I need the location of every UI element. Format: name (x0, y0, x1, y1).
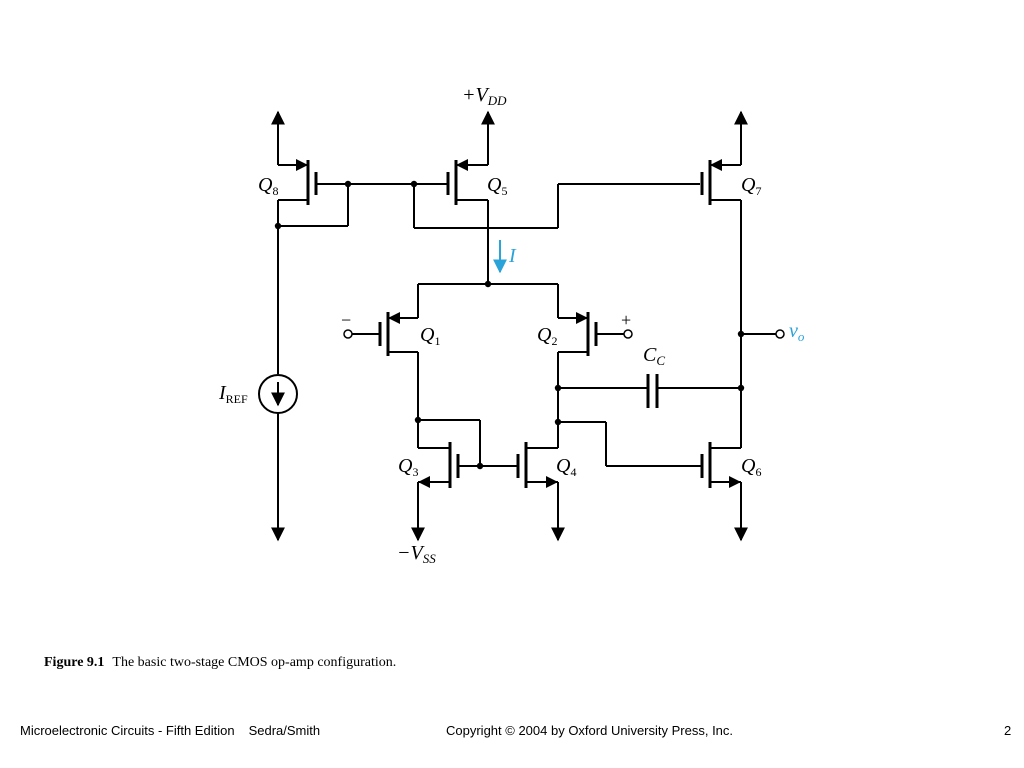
transistor-q1 (343, 284, 419, 448)
vo-label: vo (789, 320, 805, 344)
op-amp-schematic: +VDD −VSS Q8 Q5 Q7 Q1 Q2 Q3 Q4 Q6 IREF I… (218, 84, 805, 566)
cc-label: CC (643, 344, 665, 368)
q5-label: Q5 (487, 174, 507, 198)
vss-label: −VSS (397, 542, 436, 566)
q7-label: Q7 (741, 174, 761, 198)
noninverting-input-terminal[interactable] (623, 329, 633, 339)
iref-label: IREF (218, 382, 248, 406)
figure-number: Figure 9.1 (44, 655, 105, 670)
minus-sign: − (341, 310, 351, 330)
footer-copyright: Copyright © 2004 by Oxford University Pr… (446, 723, 734, 738)
transistor-q8 (271, 110, 349, 227)
q3-label: Q3 (398, 455, 418, 479)
current-i-label: I (508, 245, 517, 267)
q4-label: Q4 (556, 455, 576, 479)
transistor-q3 (411, 419, 481, 542)
q1-label: Q1 (420, 324, 440, 348)
iref-current-source (258, 226, 298, 542)
figure-caption-text: The basic two-stage CMOS op-amp configur… (112, 655, 397, 670)
transistor-q2 (557, 284, 633, 448)
transistor-q4 (516, 442, 565, 542)
footer-book-title: Microelectronic Circuits - Fifth Edition (20, 723, 235, 738)
page-number: 2 (1004, 723, 1012, 738)
plus-sign: + (621, 310, 631, 330)
q8-label: Q8 (258, 174, 278, 198)
output-terminal[interactable] (775, 329, 785, 339)
junction-dots (274, 180, 745, 470)
capacitor-cc (558, 374, 741, 408)
footer-authors: Sedra/Smith (248, 723, 321, 738)
q2-label: Q2 (537, 324, 557, 348)
transistor-q7 (700, 110, 748, 448)
transistor-q5 (348, 110, 495, 284)
vdd-label: +VDD (462, 84, 507, 108)
inverting-input-terminal[interactable] (343, 329, 353, 339)
figure-caption: Figure 9.1 The basic two-stage CMOS op-am… (44, 655, 396, 671)
footer-book: Microelectronic Circuits - Fifth Edition… (20, 723, 320, 738)
q6-label: Q6 (741, 455, 761, 479)
transistor-q6 (700, 442, 748, 542)
